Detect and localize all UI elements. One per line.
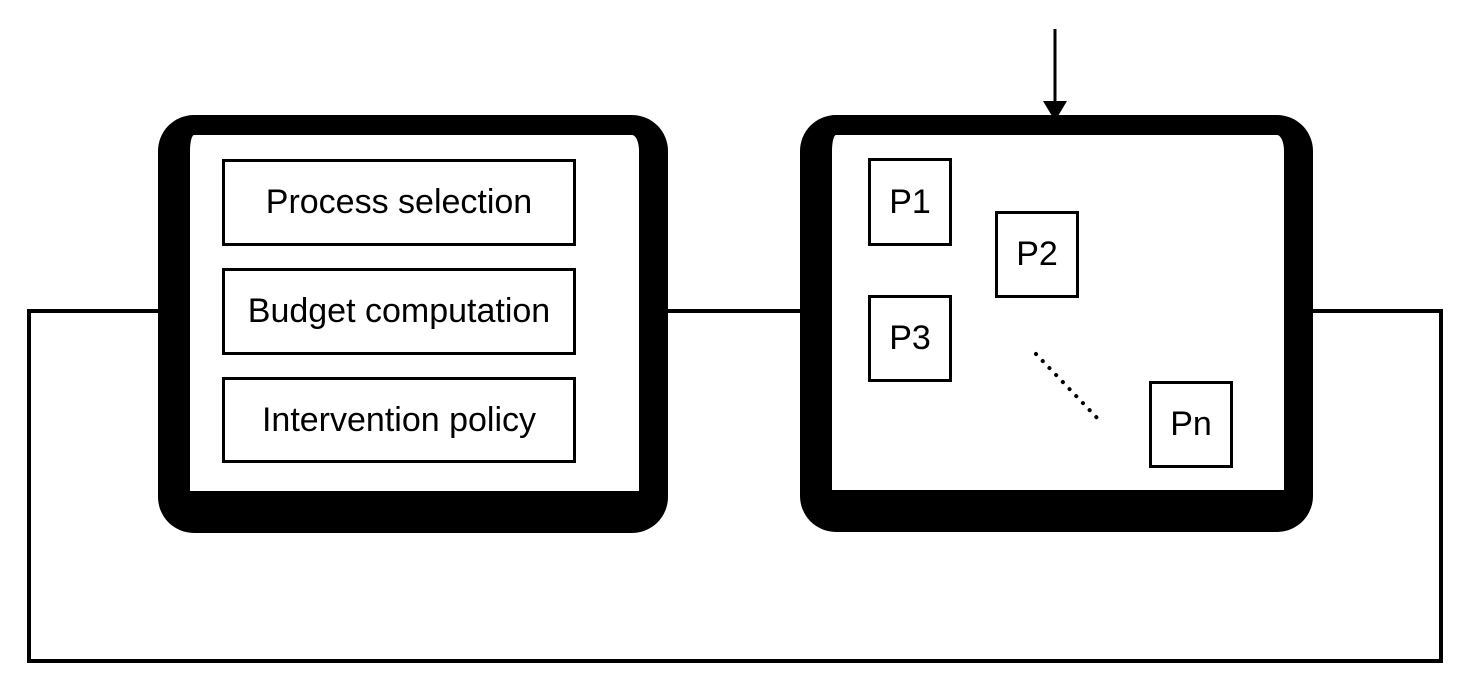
process-box-p1: P1 <box>868 158 952 246</box>
continuation-dots <box>1034 352 1102 423</box>
input-arrow-head <box>1043 101 1067 121</box>
process-box-p3: P3 <box>868 295 952 382</box>
process-pool-box: P1 P2 P3 Pn <box>800 115 1313 532</box>
input-arrow-icon <box>1043 29 1067 121</box>
feedback-loop-line <box>27 309 1443 663</box>
ellipsis-dotted-line <box>1034 352 1102 423</box>
module-budget-computation: Budget computation <box>222 268 576 355</box>
controller-box: Process selection Budget computation Int… <box>158 115 668 533</box>
process-box-pn: Pn <box>1149 381 1233 468</box>
module-intervention-policy: Intervention policy <box>222 377 576 463</box>
module-process-selection: Process selection <box>222 159 576 246</box>
process-box-p2: P2 <box>995 211 1079 298</box>
